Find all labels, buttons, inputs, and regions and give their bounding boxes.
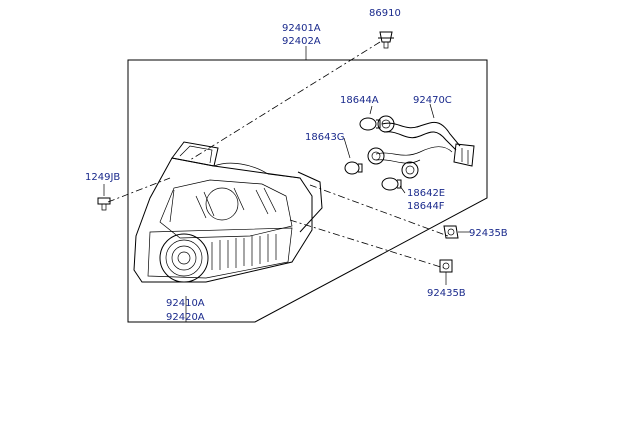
bulb-18644a <box>359 117 381 131</box>
tail-lamp-housing <box>133 141 323 283</box>
dash-line-92435b-1 <box>309 184 449 237</box>
dash-line-1249jb <box>107 177 171 203</box>
label-86910: 86910 <box>369 8 401 19</box>
bulb-socket-middle <box>367 147 385 165</box>
dash-line-92435b-2 <box>289 219 445 269</box>
leader-92470c <box>429 103 435 119</box>
label-92435b-1: 92435B <box>469 228 508 239</box>
bulb-18642e <box>381 177 402 191</box>
label-92402a: 92402A <box>282 36 321 47</box>
screw-1249jb <box>97 197 111 211</box>
label-92435b-2: 92435B <box>427 288 466 299</box>
bulb-socket-lower <box>401 161 419 179</box>
dash-line-86910 <box>189 41 381 161</box>
label-18643g: 18643G <box>305 132 345 143</box>
nut-92435b-2 <box>439 259 453 273</box>
label-18644a: 18644A <box>340 95 379 106</box>
leader-18644a <box>369 105 373 115</box>
nut-92435b-1 <box>443 225 459 239</box>
label-92420a: 92420A <box>166 312 205 323</box>
label-18644f: 18644F <box>407 201 445 212</box>
label-92401a: 92401A <box>282 23 321 34</box>
label-92470c: 92470C <box>413 95 452 106</box>
label-92410a: 92410A <box>166 298 205 309</box>
bulb-socket-upper <box>377 115 395 133</box>
label-1249jb: 1249JB <box>85 172 120 183</box>
wiring-harness-92470c <box>375 122 475 167</box>
clip-86910 <box>378 31 394 49</box>
label-18642e: 18642E <box>407 188 445 199</box>
bulb-18643g <box>344 161 363 175</box>
assembly-outline <box>127 59 488 323</box>
leader-18643g <box>343 137 351 159</box>
